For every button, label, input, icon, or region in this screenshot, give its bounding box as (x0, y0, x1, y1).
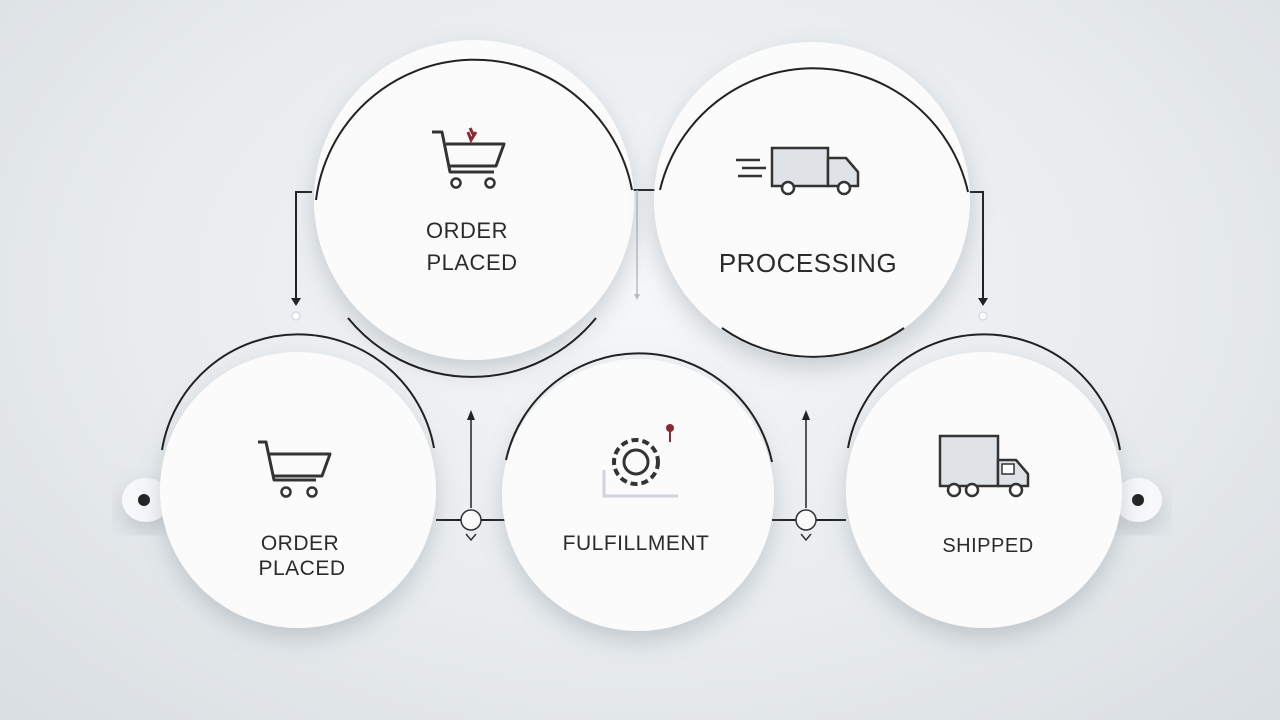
left-end-knob (122, 478, 170, 522)
connector-up-1 (436, 410, 510, 542)
node-label: SHIPPED (942, 535, 1033, 557)
node-processing: PROCESSING (654, 42, 970, 358)
node-order-placed-top: ORDER PLACED (314, 40, 634, 378)
node-label: PROCESSING (719, 248, 897, 278)
shopping-cart-icon (432, 127, 506, 189)
connector-down-right (966, 191, 988, 321)
right-end-knob (1114, 478, 1162, 522)
connector-down-left (291, 191, 312, 321)
truck-icon (938, 434, 1030, 498)
node-label: PLACED (258, 557, 345, 580)
node-label: FULFILLMENT (563, 532, 710, 555)
node-fulfillment: FULFILLMENT (502, 352, 774, 631)
delivery-truck-icon (736, 146, 860, 196)
shopping-cart-icon (258, 440, 332, 498)
connector-mid-top (634, 190, 640, 300)
node-label: PLACED (426, 250, 517, 275)
node-label: ORDER (426, 218, 508, 243)
node-label: ORDER (261, 532, 339, 555)
node-order-placed-bottom: ORDER PLACED (160, 333, 436, 628)
gear-icon (602, 424, 678, 498)
connector-up-2 (772, 410, 846, 542)
node-shipped: SHIPPED (846, 333, 1122, 628)
